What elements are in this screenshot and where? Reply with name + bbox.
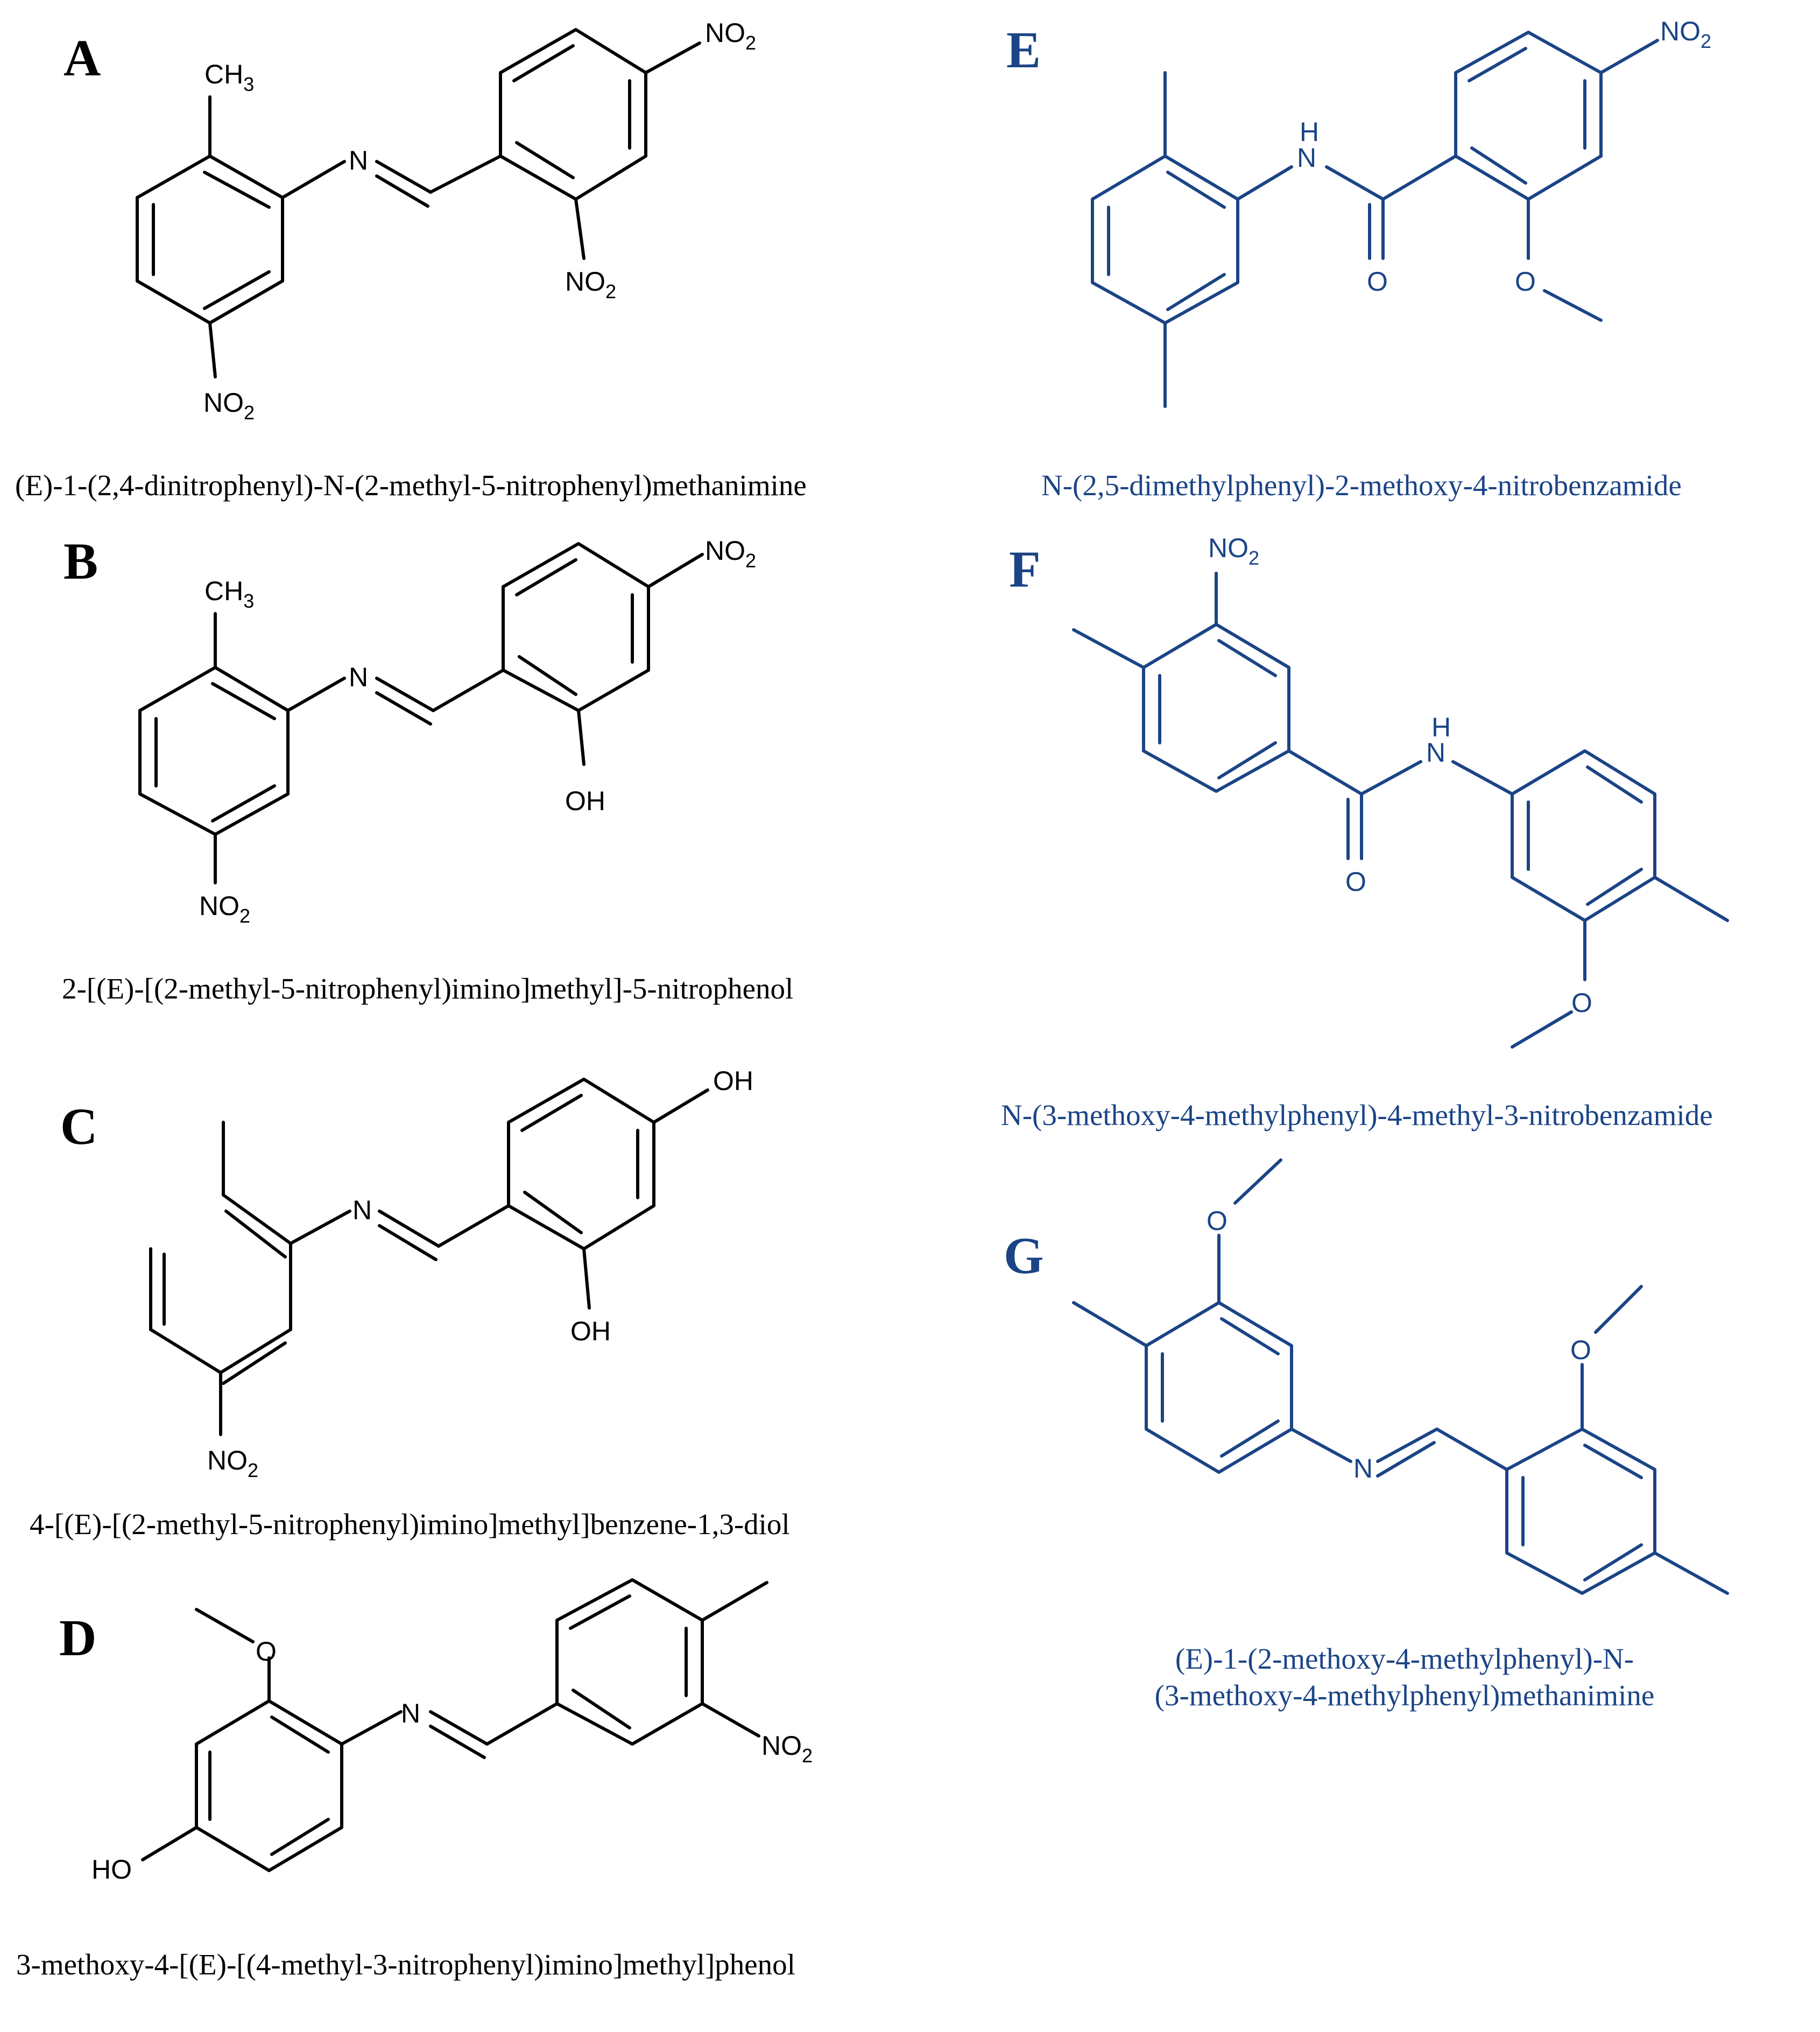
caption-g-line1: (E)-1-(2-methoxy-4-methylphenyl)-N- [1175,1642,1634,1675]
atom-label-oh: OH [565,786,605,816]
atom-label-n: N [352,1195,372,1225]
panel-d: D O N NO2 HO 3-methoxy-4-[(E)-[(4-methyl… [16,1578,813,1981]
panel-g: G O O N (E)-1-(2-methoxy-4-methylphenyl)… [1004,1158,1729,1712]
atom-label-o: O [256,1636,277,1667]
atom-label-ho: HO [91,1854,132,1885]
atom-label-no2: NO2 [761,1731,813,1767]
structure-g [1072,1158,1729,1595]
caption-g-line2: (3-methoxy-4-methylphenyl)methanimine [1155,1679,1655,1712]
atom-label-ch3: CH3 [204,59,254,95]
atom-label-no2: NO2 [1208,533,1259,569]
panel-letter-d: D [59,1609,96,1667]
panel-letter-b: B [64,532,98,590]
structure-e [1091,31,1659,408]
atom-label-h: H [1300,117,1319,147]
caption-d: 3-methoxy-4-[(E)-[(4-methyl-3-nitropheny… [16,1948,795,1981]
atom-label-o: O [1515,266,1536,297]
atom-label-o: O [1571,988,1592,1018]
atom-label-oh: OH [570,1316,611,1346]
panel-e: E H N O O NO2 N-(2,5-dimethylphenyl)-2-m [1006,16,1711,502]
panel-letter-f: F [1009,540,1041,598]
atom-label-n: N [1297,143,1316,173]
atom-label-o: O [1345,867,1366,897]
atom-label-no2: NO2 [1660,16,1711,52]
panel-letter-a: A [64,29,101,87]
atom-label-n: N [349,662,368,692]
atom-label-n: N [401,1698,420,1728]
atom-label-no2: NO2 [565,266,616,303]
caption-b: 2-[(E)-[(2-methyl-5-nitrophenyl)imino]me… [62,972,793,1005]
panel-letter-e: E [1006,21,1041,79]
structure-d [141,1578,768,1872]
atom-label-n: N [349,145,368,175]
atom-label-oh: OH [713,1066,753,1096]
atom-label-no2: NO2 [207,1445,258,1481]
atom-label-h: H [1431,712,1451,742]
atom-label-no2: NO2 [705,18,756,54]
caption-f: N-(3-methoxy-4-methylphenyl)-4-methyl-3-… [1001,1099,1713,1131]
atom-label-o: O [1570,1335,1591,1365]
structure-f [1072,572,1729,1049]
atom-label-ch3: CH3 [204,576,254,612]
panel-f: F NO2 H N O O N-(3-methoxy-4-methylpheny [1001,533,1729,1131]
atom-label-no2: NO2 [705,536,756,572]
atom-label-o: O [1207,1206,1228,1236]
panel-b: B CH3 N NO2 OH NO2 2-[(E)-[(2-methyl-5-n… [62,532,793,1005]
caption-a: (E)-1-(2,4-dinitrophenyl)-N-(2-methyl-5-… [15,469,807,502]
panel-letter-c: C [60,1098,97,1155]
panel-a: A CH3 N NO2 NO2 NO2 (E)-1-(2,4-dinitroph… [15,18,807,502]
caption-e: N-(2,5-dimethylphenyl)-2-methoxy-4-nitro… [1041,469,1682,502]
structure-a [136,28,701,378]
panel-letter-g: G [1004,1227,1044,1284]
structure-c [149,1078,709,1436]
atom-label-no2: NO2 [203,388,255,424]
panel-c: C N OH OH NO2 4-[(E)-[(2-methy [30,1066,790,1541]
atom-label-n: N [1426,737,1445,768]
atom-label-no2: NO2 [199,891,250,927]
structure-b [138,542,704,884]
caption-c: 4-[(E)-[(2-methyl-5-nitrophenyl)imino]me… [30,1508,790,1541]
atom-label-o: O [1367,266,1388,297]
atom-label-n: N [1353,1453,1373,1483]
